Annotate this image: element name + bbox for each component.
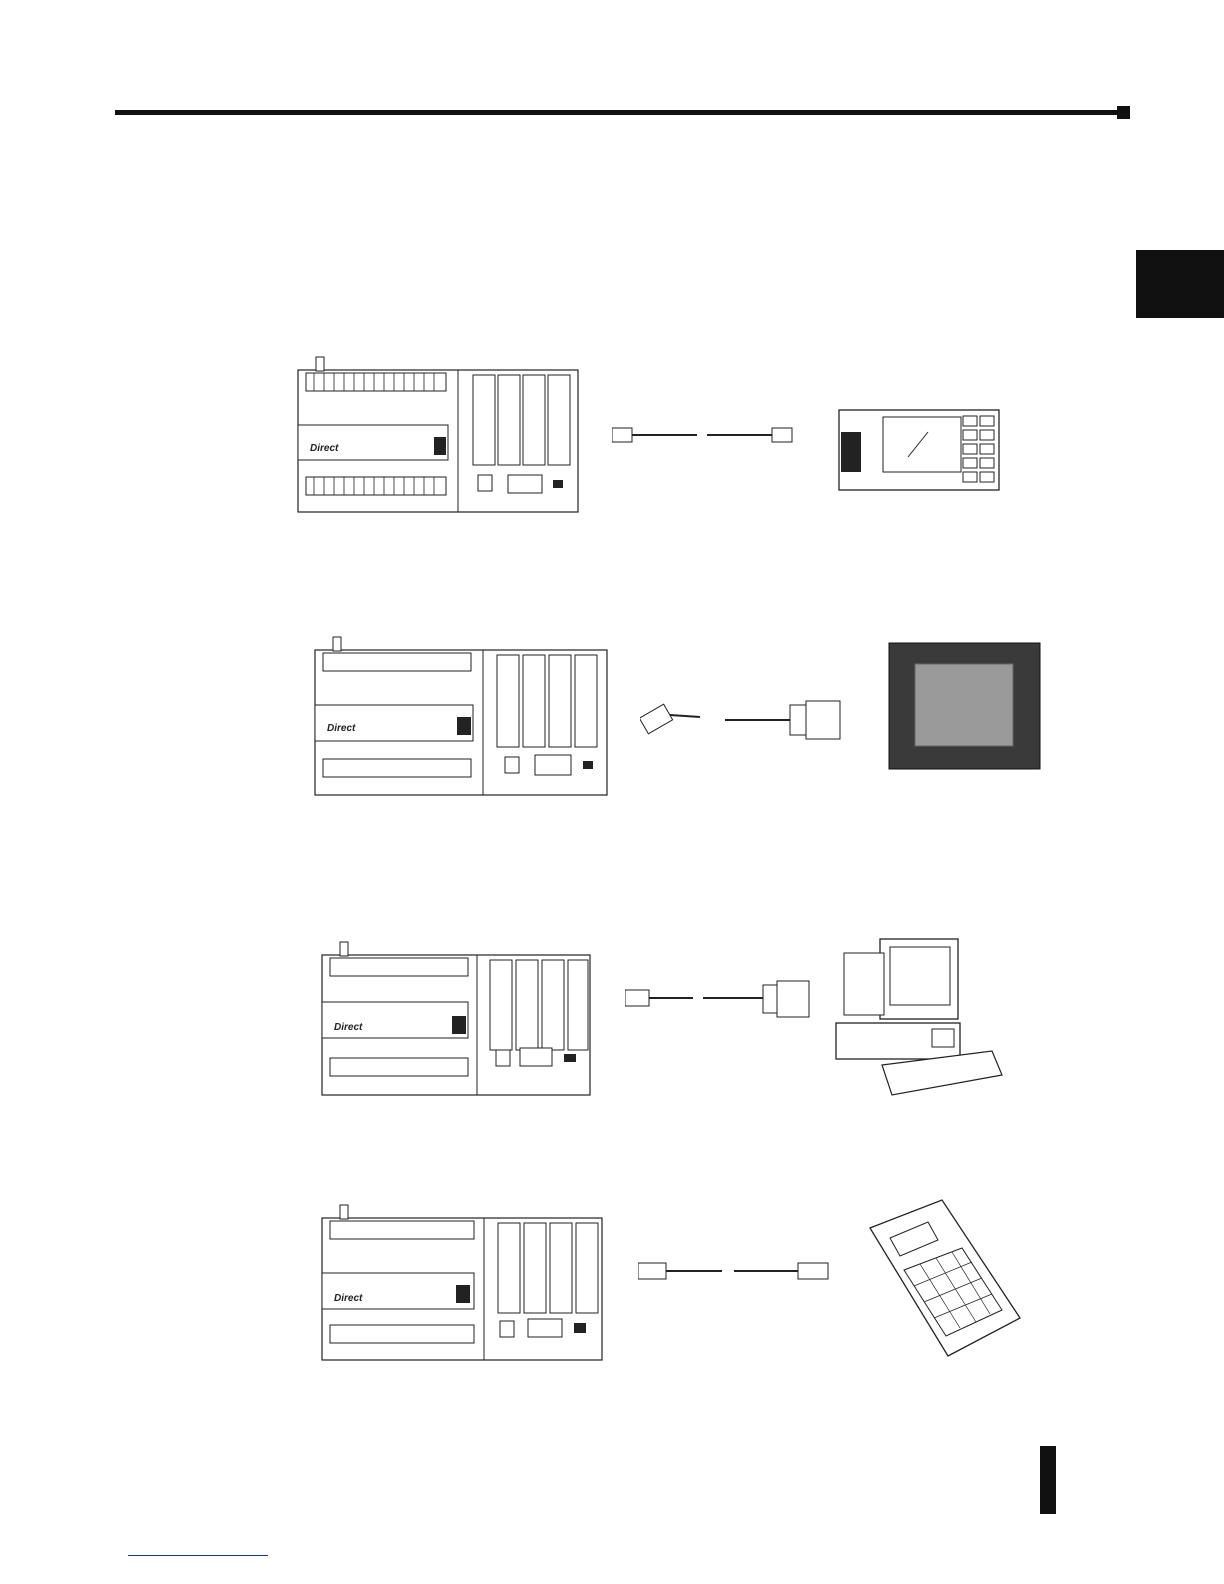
footer-link-underline[interactable] bbox=[128, 1555, 268, 1556]
cable-icon bbox=[640, 695, 850, 745]
connection-row-3: Direct bbox=[0, 935, 1224, 1115]
plc-unit-icon: Direct bbox=[0, 1198, 1224, 1383]
cable-icon bbox=[638, 1256, 834, 1286]
touch-panel-icon bbox=[888, 642, 1042, 770]
connection-row-1: Direct bbox=[0, 350, 1224, 530]
chapter-side-tab bbox=[1136, 250, 1224, 318]
connection-row-2: Direct bbox=[0, 630, 1224, 810]
operator-panel-icon bbox=[838, 402, 1000, 494]
page-number-bar bbox=[1040, 1446, 1056, 1514]
connection-row-4: Direct bbox=[0, 1198, 1224, 1383]
plc-brand-label: Direct bbox=[310, 443, 339, 454]
computer-icon bbox=[832, 935, 1008, 1100]
plc-brand-label: Direct bbox=[327, 723, 356, 734]
plc-brand-label: Direct bbox=[334, 1022, 363, 1033]
handheld-programmer-icon bbox=[860, 1198, 1028, 1358]
cable-icon bbox=[612, 420, 812, 450]
header-rule bbox=[115, 110, 1119, 115]
plc-unit-icon: Direct bbox=[0, 935, 1224, 1115]
cable-icon bbox=[625, 975, 815, 1021]
header-square-icon bbox=[1117, 106, 1130, 119]
plc-brand-label: Direct bbox=[334, 1293, 363, 1304]
